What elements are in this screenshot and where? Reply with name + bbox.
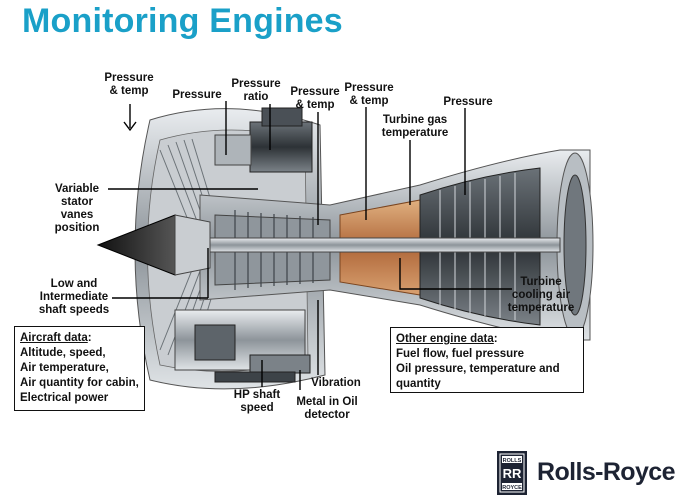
label-pressure-temp-combustor: Pressure & temp (344, 82, 394, 107)
aircraft-data-line: Air quantity for cabin, (20, 377, 139, 389)
other-engine-data-box: Other engine data: Fuel flow, fuel press… (390, 327, 584, 393)
bottom-accessories (174, 309, 311, 383)
leader-lines (108, 101, 512, 390)
logo-monogram: RR (503, 466, 522, 481)
aircraft-data-colon: : (87, 332, 92, 344)
label-variable-stator-vanes: Variable stator vanes position (54, 183, 100, 234)
engine-data-line: quantity (396, 378, 441, 390)
logo-top-text: ROLLS (503, 458, 522, 464)
aircraft-data-line: Altitude, speed, (20, 347, 106, 359)
aircraft-data-line: Air temperature, (20, 362, 109, 374)
aircraft-data-line: Electrical power (20, 392, 109, 404)
brand-name: Rolls-Royce (537, 458, 675, 486)
label-metal-in-oil-detector: Metal in Oil detector (296, 396, 358, 421)
label-turbine-cooling-air: Turbine cooling air temperature (507, 276, 575, 314)
label-pressure-ratio: Pressure ratio (231, 78, 281, 103)
label-hp-shaft-speed: HP shaft speed (233, 389, 281, 414)
aircraft-data-box: Aircraft data: Altitude, speed, Air temp… (14, 326, 145, 411)
label-pressure-temp-inlet: Pressure & temp (104, 72, 154, 97)
label-pressure-fan: Pressure (172, 89, 222, 101)
engine-data-line: Fuel flow, fuel pressure (396, 348, 525, 360)
label-vibration: Vibration (311, 377, 361, 389)
engine-data-heading: Other engine data (396, 333, 494, 345)
core-engine (199, 149, 594, 341)
label-turbine-gas-temperature: Turbine gas temperature (381, 114, 449, 139)
page-title: Monitoring Engines (22, 2, 343, 40)
label-shaft-speeds: Low and Intermediate shaft speeds (38, 278, 110, 316)
rolls-royce-logo-icon: ROLLS RR ROYCE (497, 451, 527, 495)
top-accessories (214, 107, 313, 173)
label-pressure-temp-compressor: Pressure & temp (290, 86, 340, 111)
logo-bottom-text: ROYCE (502, 485, 522, 491)
label-pressure-exhaust: Pressure (443, 96, 493, 108)
engine-data-colon: : (493, 333, 498, 345)
aircraft-data-heading: Aircraft data (20, 332, 88, 344)
engine-data-line: Oil pressure, temperature and (396, 363, 560, 375)
